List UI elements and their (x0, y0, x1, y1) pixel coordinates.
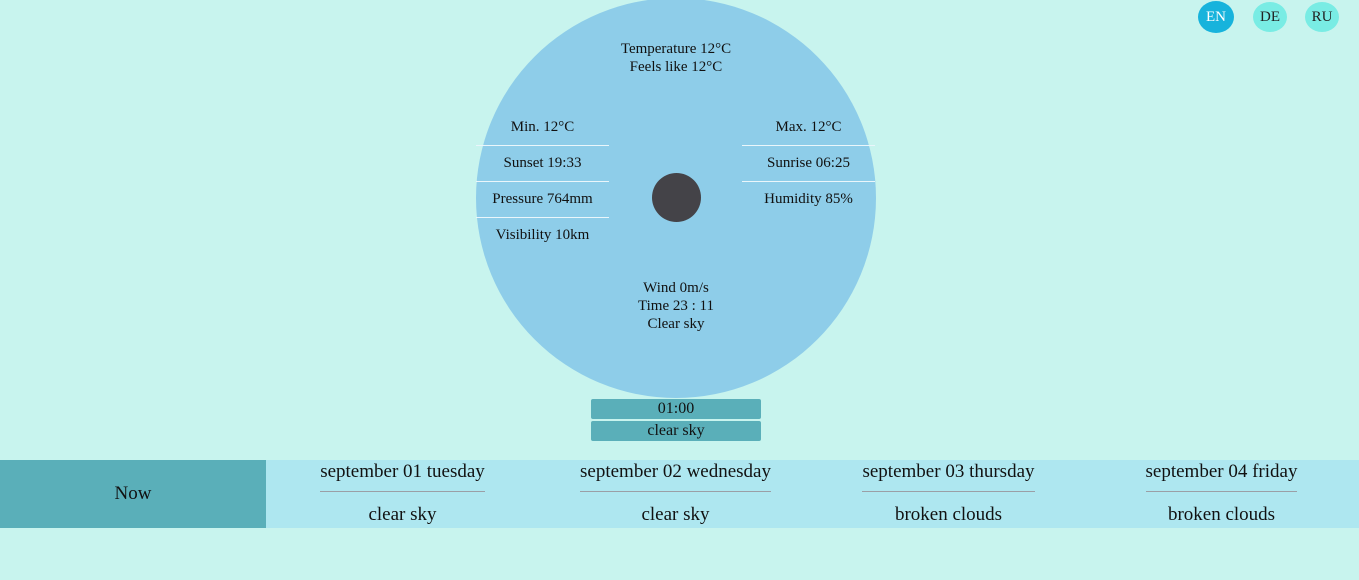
forecast-date: september 04 friday (1145, 460, 1298, 492)
forecast-date: september 03 thursday (862, 460, 1035, 492)
forecast-description: broken clouds (1167, 504, 1276, 525)
sunrise-text: Sunrise 06:25 (767, 155, 850, 171)
forecast-date: september 02 wednesday (580, 460, 771, 492)
forecast-day-tab[interactable]: september 02 wednesday clear sky (539, 460, 812, 528)
weather-dial: Temperature 12°C Feels like 12°C Min. 12… (476, 0, 876, 398)
temperature-text: Temperature 12°C (620, 41, 732, 57)
divider (476, 145, 609, 146)
humidity-text: Humidity 85% (764, 191, 853, 207)
right-details: Max. 12°C Sunrise 06:25 Humidity 85% (742, 110, 875, 217)
forecast-day-tab[interactable]: september 04 friday broken clouds (1085, 460, 1358, 528)
forecast-day-tab[interactable]: september 01 tuesday clear sky (266, 460, 539, 528)
forecast-day-tab[interactable]: september 03 thursday broken clouds (812, 460, 1085, 528)
now-tab[interactable]: Now (0, 460, 266, 528)
left-details: Min. 12°C Sunset 19:33 Pressure 764mm Vi… (476, 110, 609, 253)
divider (476, 181, 609, 182)
time-text: Time 23 : 11 (638, 298, 714, 314)
wind-text: Wind 0m/s (643, 280, 709, 296)
pressure-text: Pressure 764mm (492, 191, 593, 207)
wind-time-block: Wind 0m/s Time 23 : 11 Clear sky (476, 279, 876, 333)
min-temp-text: Min. 12°C (510, 119, 575, 135)
feels-like-text: Feels like 12°C (629, 59, 723, 75)
forecast-bar: Now september 01 tuesday clear sky septe… (0, 460, 1359, 528)
hour-slot-time[interactable]: 01:00 (591, 399, 761, 419)
divider (476, 217, 609, 218)
divider (742, 181, 875, 182)
language-ru-button[interactable]: RU (1305, 2, 1339, 32)
language-de-button[interactable]: DE (1253, 2, 1287, 32)
forecast-description: clear sky (641, 504, 710, 525)
forecast-description: broken clouds (894, 504, 1003, 525)
sunset-text: Sunset 19:33 (503, 155, 582, 171)
weather-icon (652, 173, 701, 222)
max-temp-text: Max. 12°C (775, 119, 842, 135)
forecast-date: september 01 tuesday (320, 460, 485, 492)
language-en-button[interactable]: EN (1198, 1, 1234, 33)
forecast-description: clear sky (368, 504, 437, 525)
hour-slot-description[interactable]: clear sky (591, 421, 761, 441)
visibility-text: Visibility 10km (495, 227, 590, 243)
divider (742, 145, 875, 146)
temperature-block: Temperature 12°C Feels like 12°C (476, 40, 876, 76)
sky-text: Clear sky (647, 316, 705, 332)
